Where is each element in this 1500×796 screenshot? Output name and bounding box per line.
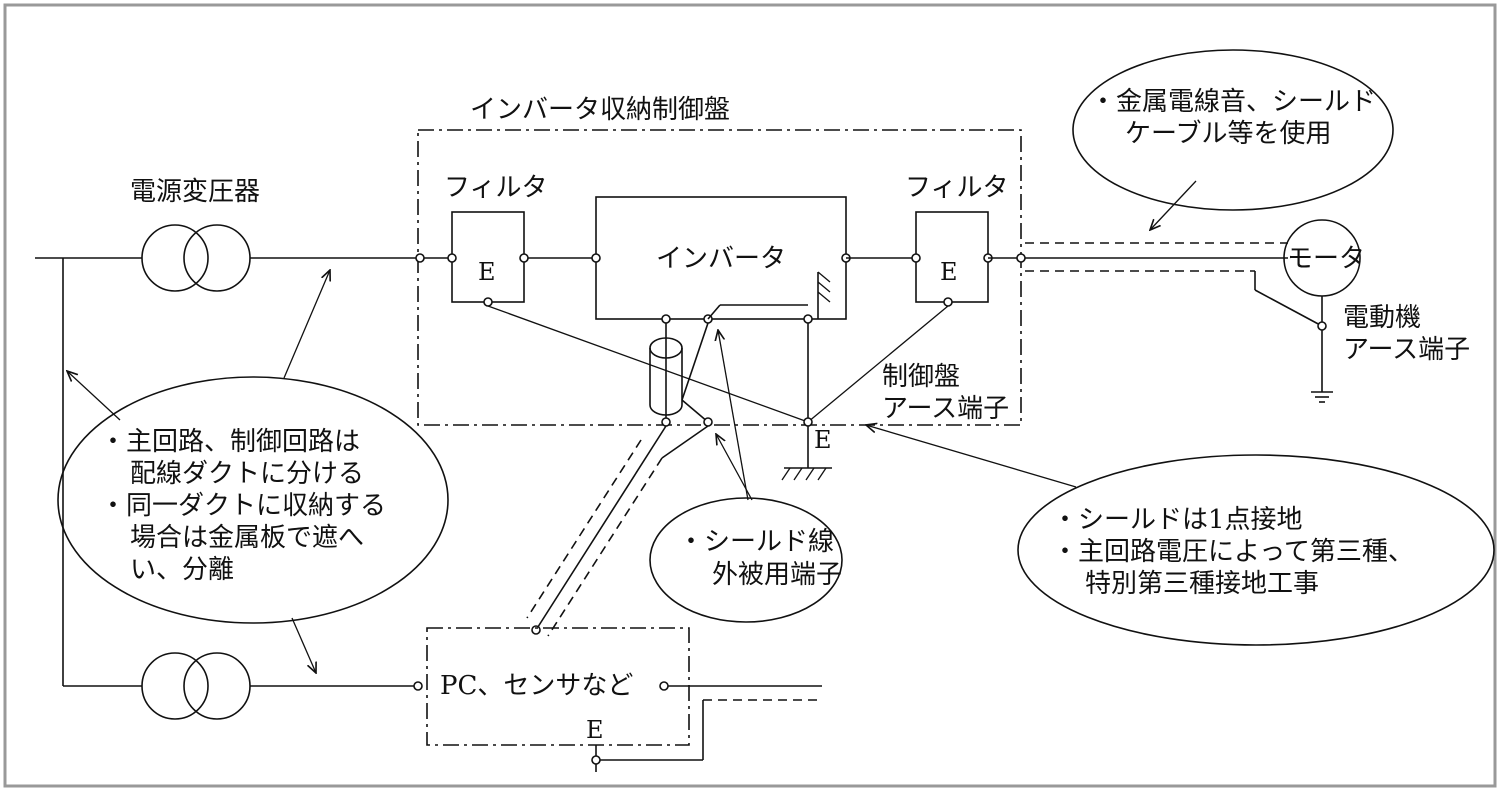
note-shield-terminal-bubble xyxy=(649,497,843,623)
inverter-label: インバータ xyxy=(656,244,786,274)
note-shield-ground-line3: 特別第三種接地工事 xyxy=(1085,569,1319,599)
shielded-control-cable xyxy=(526,304,808,637)
motor-label: モータ xyxy=(1287,244,1365,274)
note-duct-line4: 場合は金属板で遮へ xyxy=(130,523,364,553)
filter-right-earth-mark: E xyxy=(940,258,958,286)
note-cable-line1: ・金属電線音、シールド xyxy=(1090,87,1376,117)
motor-earth xyxy=(1311,296,1333,403)
note-cable-line2: ケーブル等を使用 xyxy=(1125,119,1331,149)
note-shield-terminal-line1: ・シールド線 xyxy=(678,527,834,557)
note-cable-bubble xyxy=(1072,49,1394,211)
filter-left-earth-mark: E xyxy=(478,258,496,286)
panel-earth-label-line2: アース端子 xyxy=(882,394,1009,424)
motor-earth-label-line2: アース端子 xyxy=(1343,335,1470,365)
panel-earth-mark: E xyxy=(814,426,832,454)
pc-earth-mark: E xyxy=(586,716,604,744)
motor-earth-label-line1: 電動機 xyxy=(1343,303,1421,333)
pc-wiring xyxy=(413,681,822,772)
note-duct-line1: ・主回路、制御回路は xyxy=(100,427,360,457)
note-duct-arrow-main xyxy=(283,270,330,379)
power-transformer-symbol xyxy=(141,224,251,292)
panel-earth-label-line1: 制御盤 xyxy=(882,362,960,392)
note-shield-ground-arrow xyxy=(866,425,1077,488)
filter-left-label: フィルタ xyxy=(444,173,547,203)
control-panel-enclosure xyxy=(417,129,1022,426)
panel-title: インバータ収納制御盤 xyxy=(470,95,730,125)
note-duct-arrow-branch xyxy=(67,371,121,421)
note-shield-ground-line2: ・主回路電圧によって第三種、 xyxy=(1052,537,1414,567)
note-shield-terminal-line2: 外被用端子 xyxy=(712,560,842,590)
note-duct-arrow-sub xyxy=(291,617,316,673)
note-duct-bubble xyxy=(57,376,449,624)
panel-earth-wiring xyxy=(487,305,949,481)
filter-left xyxy=(415,211,596,307)
motor-cable xyxy=(1025,242,1323,327)
note-shield-terminal-arrow-bottom xyxy=(716,434,753,501)
note-cable-arrow xyxy=(1150,180,1197,230)
note-duct-line2: 配線ダクトに分ける xyxy=(130,459,364,489)
note-duct-line3: ・同一ダクトに収納する xyxy=(100,491,386,521)
note-duct-line5: い、分離 xyxy=(130,555,234,585)
sub-transformer-symbol xyxy=(141,652,251,720)
outer-frame xyxy=(3,3,1497,788)
note-shield-ground-bubble xyxy=(1017,454,1495,646)
note-shield-ground-line1: ・シールドは1点接地 xyxy=(1052,505,1303,535)
pc-label: PC、センサなど xyxy=(440,671,633,701)
filter-right xyxy=(911,211,1026,307)
note-shield-terminal-arrow-top xyxy=(718,330,749,501)
inverter-block xyxy=(591,196,916,324)
transformer-label: 電源変圧器 xyxy=(130,177,260,207)
filter-right-label: フィルタ xyxy=(905,173,1008,203)
